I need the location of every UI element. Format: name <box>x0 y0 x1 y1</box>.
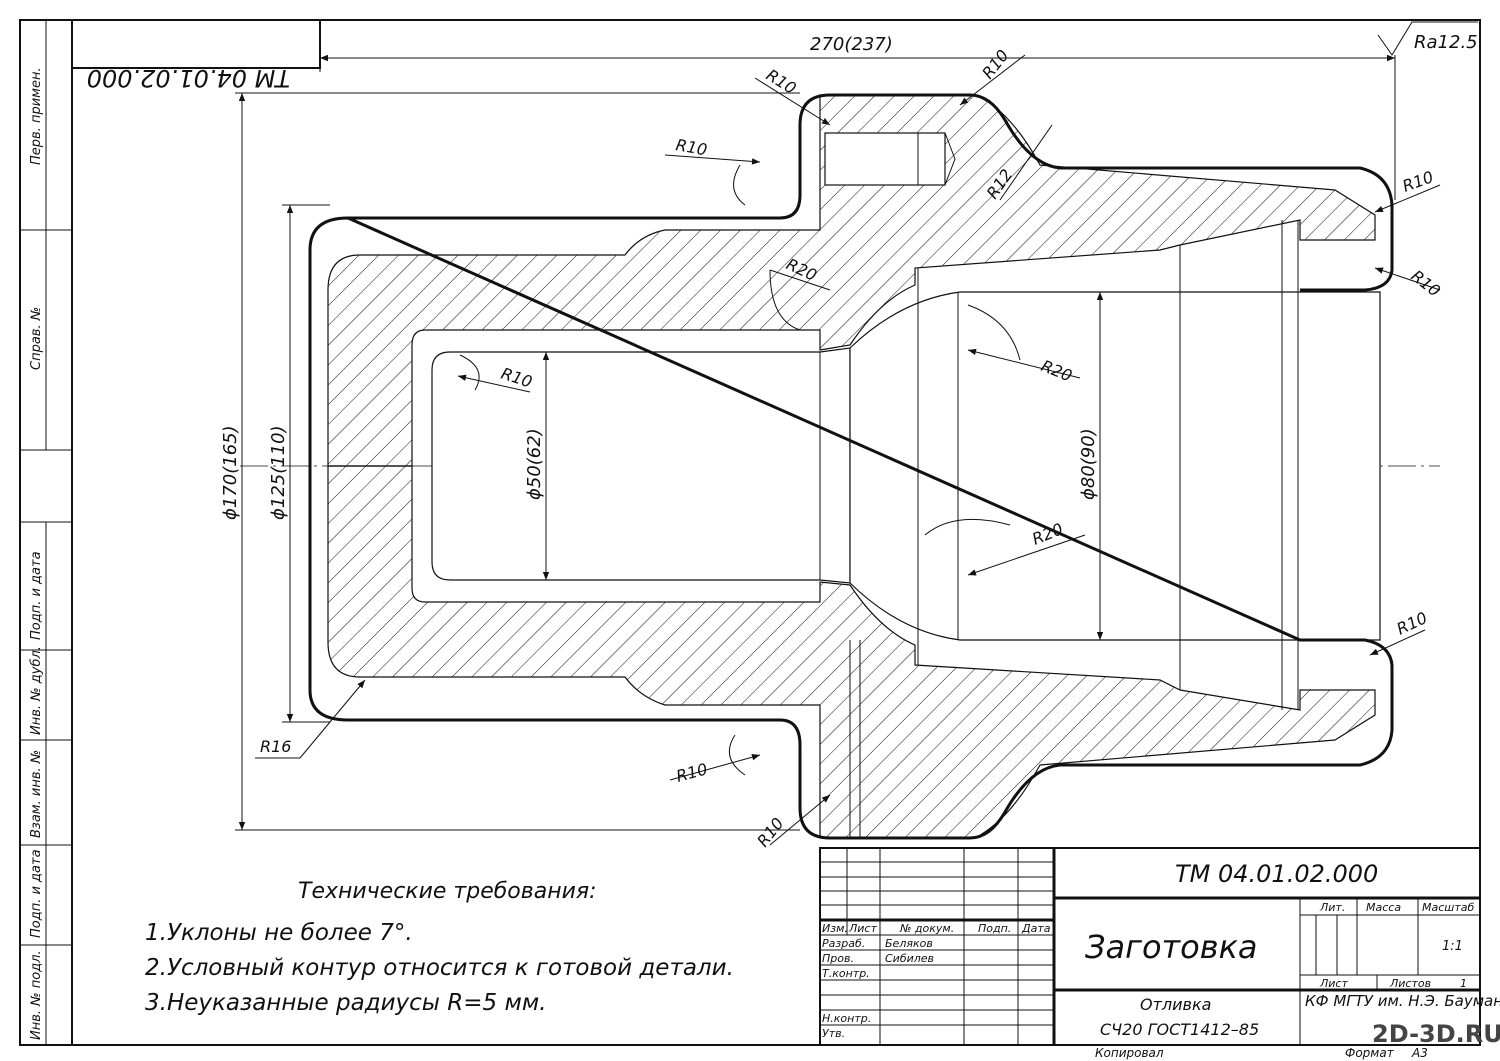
technical-requirements: Технические требования: 1.Уклоны не боле… <box>145 879 734 1016</box>
side-label-perv-primen: Перв. примен. <box>29 67 44 165</box>
inner-frame <box>71 19 1481 1046</box>
format-value: А3 <box>1411 1046 1428 1060</box>
side-label-vzam-inv: Взам. инв. № <box>29 750 44 838</box>
row-prov: Пров. <box>822 952 854 965</box>
dim-d80-label: ϕ80(90) <box>1078 428 1099 500</box>
title-designation: ТМ 04.01.02.000 <box>1175 860 1378 888</box>
side-label-podp-data-2: Подп. и дата <box>29 849 44 938</box>
row-razrab: Разраб. <box>822 937 865 950</box>
row-razrab-name: Беляков <box>885 937 933 950</box>
side-label-podp-data: Подп. и дата <box>29 551 44 640</box>
format-label: Формат <box>1345 1046 1395 1060</box>
radius-r10-top: R10 <box>978 46 1012 83</box>
sheets-total: 1 <box>1460 977 1467 990</box>
dim-d125: ϕ125(110) <box>268 204 330 723</box>
mirrored-designation-box: ТМ 04.01.02.000 <box>71 19 321 92</box>
dim-d80: ϕ80(90) <box>1078 292 1104 640</box>
mirrored-designation: ТМ 04.01.02.000 <box>87 64 290 92</box>
dim-length-label: 270(237) <box>810 34 893 55</box>
side-label-inv-dubl: Инв. № дубл. <box>29 646 44 735</box>
radius-r10-bottom: R10 <box>753 814 787 851</box>
side-label-sprav-no: Справ. № <box>29 307 44 370</box>
row-nkontr: Н.контр. <box>822 1012 871 1025</box>
casting-section <box>327 94 1381 839</box>
dim-d50-label: ϕ50(62) <box>524 428 545 500</box>
requirement-item-2: 2.Условный контур относится к готовой де… <box>145 955 734 981</box>
scale-value: 1:1 <box>1442 939 1463 954</box>
col-podp: Подп. <box>978 922 1011 935</box>
requirements-heading: Технические требования: <box>298 879 597 904</box>
watermark: 2D-3D.RU <box>1372 1020 1500 1048</box>
surface-finish-label: Ra12.5 <box>1414 32 1478 53</box>
title-material-2: СЧ20 ГОСТ1412–85 <box>1100 1020 1259 1039</box>
surface-finish: Ra12.5 <box>1377 21 1478 56</box>
col-masshtab: Масштаб <box>1422 901 1474 914</box>
col-massa: Масса <box>1366 901 1401 914</box>
col-izm: Изм. <box>822 922 848 935</box>
dim-d170-label: ϕ170(165) <box>220 425 241 520</box>
side-label-inv-podl: Инв. № подл. <box>29 950 44 1040</box>
radius-r10-right-top: R10 <box>1400 167 1436 196</box>
copied-label: Копировал <box>1095 1046 1164 1060</box>
row-tkontr: Т.контр. <box>822 967 870 980</box>
title-organization: КФ МГТУ им. Н.Э. Баумана <box>1305 992 1500 1010</box>
title-material-1: Отливка <box>1140 995 1211 1014</box>
dim-d50: ϕ50(62) <box>524 352 550 580</box>
col-lit: Лит. <box>1319 901 1345 914</box>
col-data: Дата <box>1021 922 1051 935</box>
dim-d170: ϕ170(165) <box>220 92 800 831</box>
dim-d125-label: ϕ125(110) <box>268 425 289 520</box>
label-list: Лист <box>1319 977 1348 990</box>
title-part-name: Заготовка <box>1085 928 1258 966</box>
requirement-item-3: 3.Неуказанные радиусы R=5 мм. <box>145 990 547 1016</box>
side-stamp: Перв. примен. Справ. № Подп. и дата Инв.… <box>20 20 72 1045</box>
row-utv: Утв. <box>822 1027 845 1040</box>
row-prov-name: Сибилев <box>885 952 934 965</box>
dim-length: 270(237) <box>319 34 1396 200</box>
radius-r10-right: R10 <box>1408 266 1445 300</box>
radius-r16: R16 <box>260 737 291 756</box>
label-listov: Листов <box>1389 977 1431 990</box>
radius-r10-bottom-left: R10 <box>674 759 709 786</box>
title-block: ТМ 04.01.02.000 Заготовка Отливка СЧ20 Г… <box>819 847 1500 1046</box>
requirement-item-1: 1.Уклоны не более 7°. <box>145 920 413 946</box>
casting-outline <box>308 93 1394 840</box>
radius-r10-right-low: R10 <box>1394 608 1431 639</box>
col-list: Лист <box>848 922 877 935</box>
col-doc-no: № докум. <box>899 922 954 935</box>
